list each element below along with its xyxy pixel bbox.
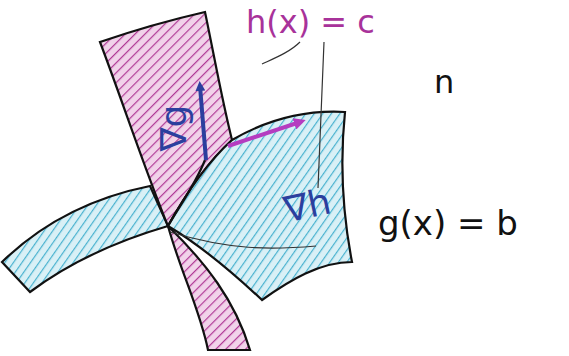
gradient-label: ∇g	[156, 105, 192, 152]
constraint-label: h(x) = c	[246, 6, 375, 38]
dimension-label: n	[434, 66, 454, 98]
constraint-label: g(x) = b	[378, 206, 518, 240]
gradient-label: ∇h	[281, 184, 334, 229]
